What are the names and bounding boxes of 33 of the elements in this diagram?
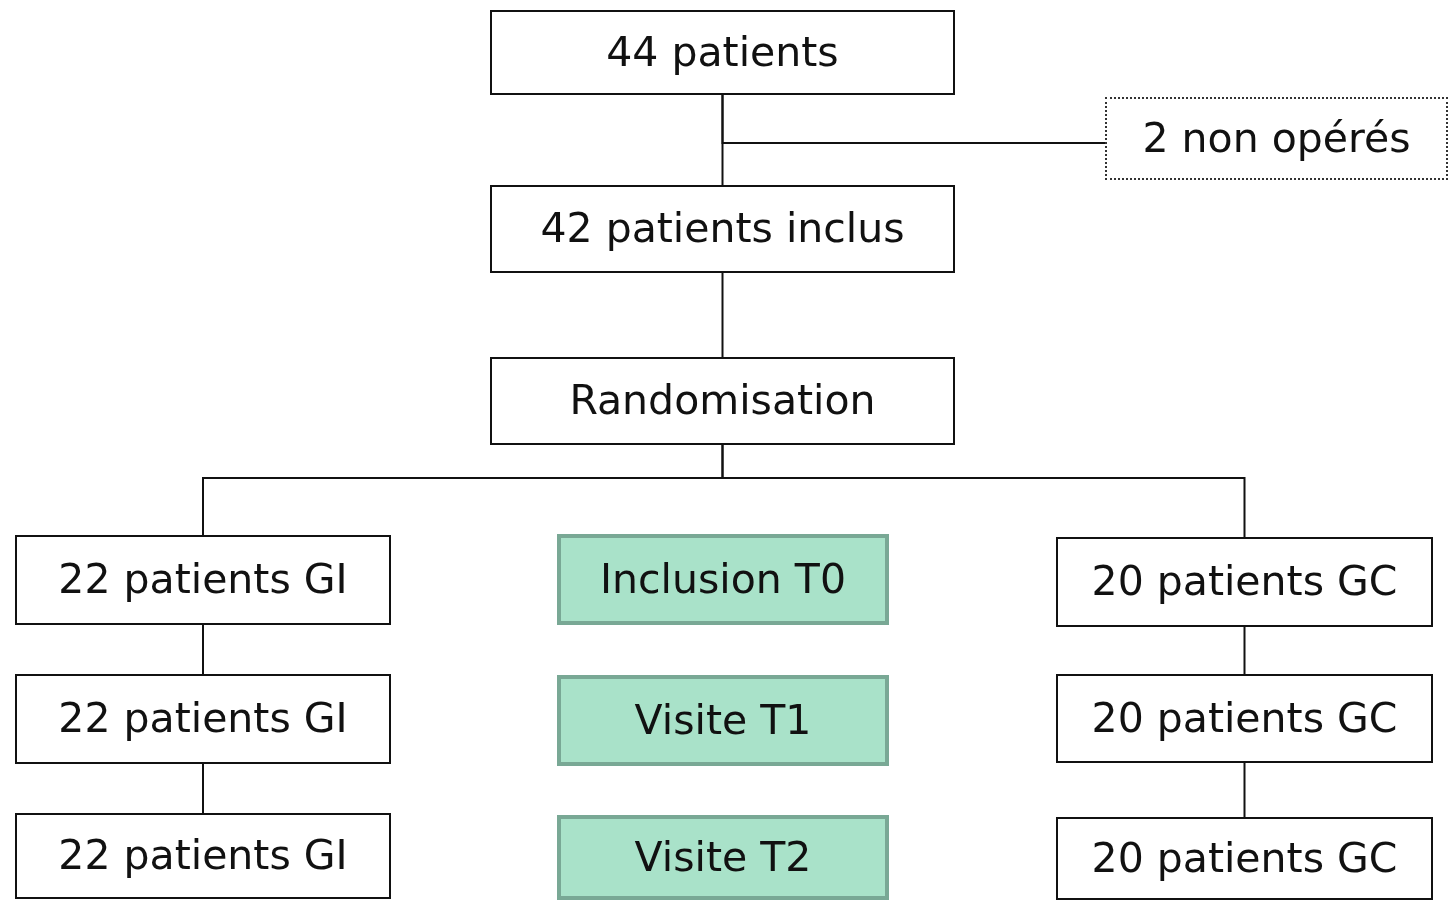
- node-label: 42 patients inclus: [540, 206, 905, 252]
- connector-line: [721, 94, 1106, 144]
- node-label: 20 patients GC: [1091, 835, 1398, 882]
- node-label: 22 patients GI: [58, 833, 348, 879]
- connector-line: [202, 763, 204, 814]
- connector-line: [1243, 626, 1246, 675]
- connector-line: [721, 444, 1246, 538]
- node-label: 44 patients: [606, 29, 839, 76]
- node-label: Visite T1: [634, 697, 812, 744]
- process-box: [490, 357, 955, 445]
- process-box: [1056, 537, 1433, 627]
- connector-line: [721, 272, 724, 358]
- node-label: 22 patients GI: [58, 696, 348, 742]
- timepoint-box: [557, 534, 889, 625]
- node-label: Inclusion T0: [600, 556, 846, 603]
- timepoint-box: [557, 675, 889, 766]
- process-box: [15, 535, 391, 625]
- node-label: 2 non opérés: [1142, 115, 1411, 162]
- process-box: [1056, 674, 1433, 763]
- process-box: [490, 10, 955, 95]
- node-label: 20 patients GC: [1091, 695, 1398, 742]
- node-label: 20 patients GC: [1091, 559, 1398, 605]
- process-box: [15, 674, 391, 764]
- timepoint-box: [557, 815, 889, 900]
- node-label: 22 patients GI: [58, 557, 348, 603]
- node-label: Visite T2: [634, 834, 812, 881]
- node-label: Randomisation: [569, 378, 876, 424]
- process-box: [1056, 817, 1433, 900]
- process-box: [15, 813, 391, 899]
- exclusion-box: [1105, 97, 1448, 180]
- connector-line: [202, 624, 204, 675]
- process-box: [490, 185, 955, 273]
- connector-line: [1243, 762, 1246, 818]
